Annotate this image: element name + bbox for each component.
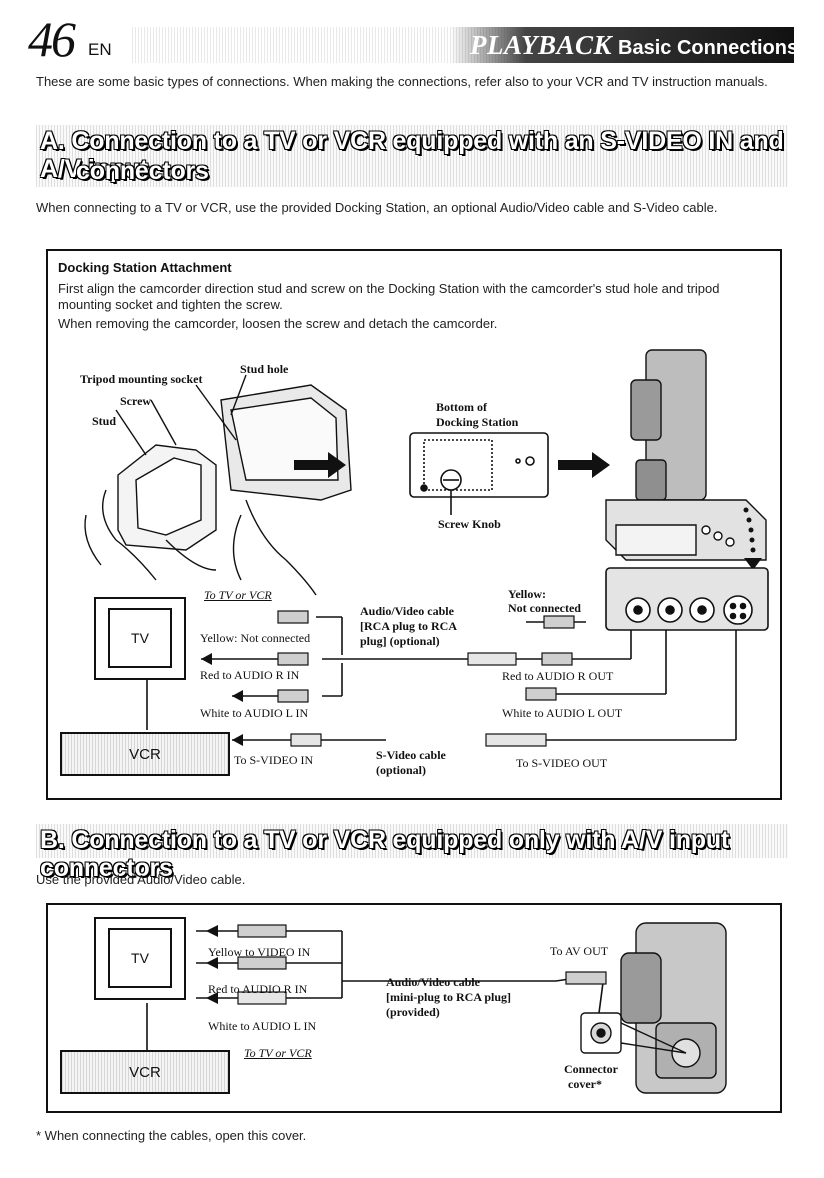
section-b-bar: [36, 824, 788, 858]
section-a-description: When connecting to a TV or VCR, use the …: [36, 200, 718, 215]
section-b-title: B. Connection to a TV or VCR equipped on…: [40, 826, 730, 882]
label-av-cable-2: [RCA plug to RCA: [360, 619, 458, 633]
camcorder-illustration: [605, 349, 767, 561]
label-yellow-nc: Yellow: Not connected: [200, 631, 311, 645]
label-yellow-right-2: Not connected: [508, 601, 581, 615]
header-subtitle: Basic Connections: [618, 37, 799, 59]
label-av-cable-3: plug] (optional): [360, 634, 440, 648]
docking-attachment-illustration: [84, 374, 352, 596]
left-arrow-icons: [201, 653, 243, 746]
connector-panel: [605, 567, 769, 631]
label-svideo-cable-1: S-Video cable: [376, 748, 446, 762]
section-b-box: [46, 903, 782, 1113]
label-red-in-b: Red to AUDIO R IN: [208, 982, 308, 996]
label-connector-2: cover*: [568, 1077, 602, 1091]
section-a-title-line2: connectors: [76, 157, 209, 185]
label-connector-1: Connector: [564, 1062, 618, 1076]
rca-plugs: [277, 610, 575, 747]
label-av-cable-b-1: Audio/Video cable: [386, 975, 480, 989]
label-av-cable-b-3: (provided): [386, 1005, 440, 1019]
label-svideo-in: To S-VIDEO IN: [234, 753, 314, 767]
label-red-in: Red to AUDIO R IN: [200, 668, 300, 682]
tv-a-screen: TV: [108, 608, 172, 668]
label-yellow-right-1: Yellow:: [508, 587, 546, 601]
camcorder-b-illustration: [580, 922, 727, 1094]
label-white-in-b: White to AUDIO L IN: [208, 1019, 317, 1033]
label-av-cable-b-2: [mini-plug to RCA plug]: [386, 990, 512, 1004]
label-white-out: White to AUDIO L OUT: [502, 706, 623, 720]
label-red-out: Red to AUDIO R OUT: [502, 669, 614, 683]
label-svideo-cable-2: (optional): [376, 763, 427, 777]
footnote: * When connecting the cables, open this …: [36, 1128, 307, 1143]
docking-text-1: First align the camcorder direction stud…: [58, 281, 720, 312]
label-stud: Stud: [92, 414, 117, 428]
intro-text: These are some basic types of connection…: [36, 74, 768, 89]
label-white-in: White to AUDIO L IN: [200, 706, 309, 720]
plugs-b: [237, 924, 607, 1005]
label-svideo-out: To S-VIDEO OUT: [516, 756, 608, 770]
vcr-b: VCR: [60, 1050, 230, 1094]
section-a-diagram: [84, 349, 769, 747]
label-screw-knob: Screw Knob: [438, 517, 501, 531]
docking-text-2: When removing the camcorder, loosen the …: [58, 316, 498, 331]
tv-b-screen: TV: [108, 928, 172, 988]
dotted-arrow-icon: [743, 507, 762, 570]
section-a-title-line1: A. Connection to a TV or VCR equipped wi…: [40, 127, 784, 183]
docking-bottom-illustration: [409, 432, 549, 515]
label-screw: Screw: [120, 394, 152, 408]
label-stud-hole: Stud hole: [240, 362, 289, 376]
header-section: PLAYBACK: [470, 30, 613, 60]
label-bottom-2: Docking Station: [436, 415, 519, 429]
vcr-a: VCR: [60, 732, 230, 776]
label-to-tv-vcr-b: To TV or VCR: [244, 1046, 312, 1060]
docking-title: Docking Station Attachment: [58, 260, 232, 275]
label-tripod: Tripod mounting socket: [80, 372, 203, 386]
section-a-bar: [36, 125, 788, 187]
section-a-box: [46, 249, 782, 800]
section-b-diagram: [146, 922, 727, 1094]
label-to-tv-vcr: To TV or VCR: [204, 588, 272, 602]
label-yellow-in: Yellow to VIDEO IN: [208, 945, 311, 959]
label-bottom-1: Bottom of: [436, 400, 487, 414]
header-bar-dark: [450, 27, 794, 63]
arrow-right-icon: [294, 452, 346, 478]
arrow-right-icon: [558, 452, 610, 478]
label-av-cable-1: Audio/Video cable: [360, 604, 454, 618]
section-b-description: Use the provided Audio/Video cable.: [36, 872, 246, 887]
language-code: EN: [88, 40, 112, 59]
left-arrow-icons-b: [206, 925, 218, 1004]
page-number: 46: [28, 11, 76, 67]
wiring-b: [146, 930, 605, 1053]
label-av-out: To AV OUT: [550, 944, 609, 958]
